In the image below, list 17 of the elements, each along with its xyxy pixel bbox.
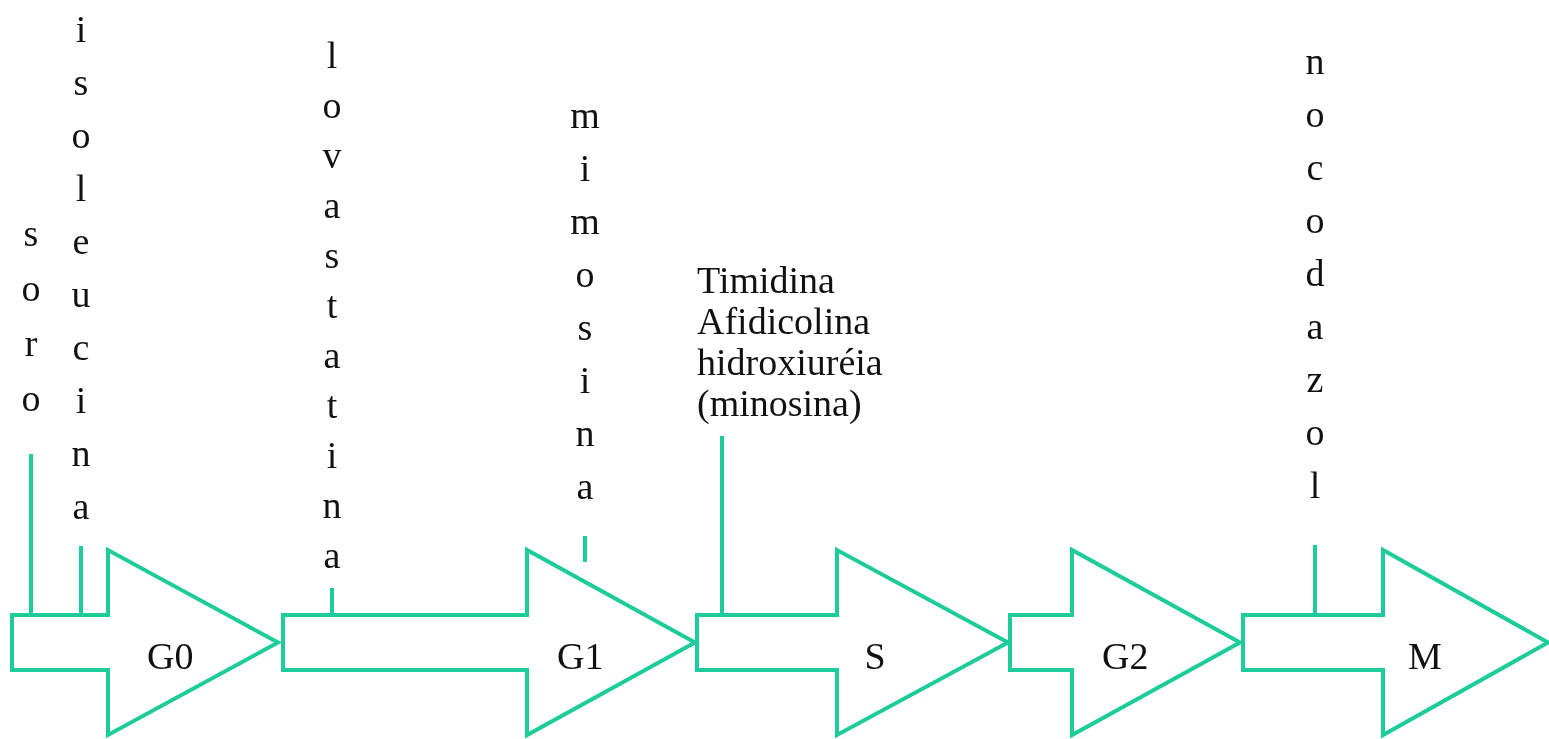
leader-line xyxy=(583,536,587,562)
drug-name: mimosina xyxy=(566,94,604,518)
leader-line xyxy=(1313,545,1317,615)
drug-name: lovastatina xyxy=(313,34,351,584)
drug-name: Timidina Afidicolina hidroxiuréia (minosina) xyxy=(697,260,883,425)
leader-line xyxy=(330,588,334,615)
phase-label: G0 xyxy=(147,637,194,675)
leader-line xyxy=(29,454,33,615)
phase-label: G1 xyxy=(557,637,604,675)
phase-label: G2 xyxy=(1102,637,1149,675)
drug-name: soro xyxy=(12,212,50,432)
leader-line xyxy=(79,546,83,615)
drug-name: nocodazol xyxy=(1296,40,1334,517)
phase-label: S xyxy=(864,637,886,675)
phase-label: M xyxy=(1408,637,1442,675)
drug-name: isoleucina xyxy=(62,8,100,538)
leader-line xyxy=(720,436,724,615)
